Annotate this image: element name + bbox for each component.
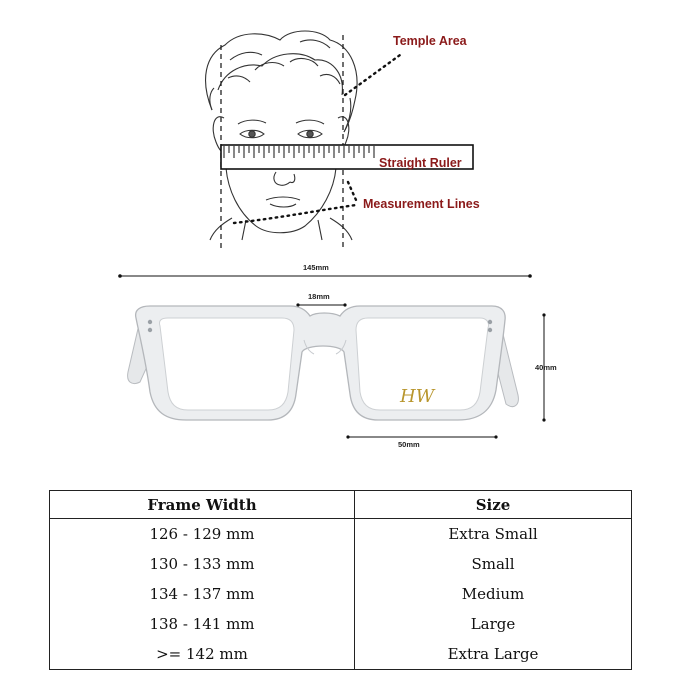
frame-width-cell: >= 142 mm <box>49 638 355 670</box>
measurement-lines-pointer <box>232 203 358 225</box>
frame-width-cell: 138 - 141 mm <box>49 608 355 639</box>
right-lens <box>355 317 489 411</box>
frame-width-value: 145mm <box>303 263 329 272</box>
size-cell: Medium <box>354 578 632 609</box>
lens-height-dimension <box>542 313 546 422</box>
eyeglasses: HW <box>127 305 519 421</box>
bridge-value: 18mm <box>308 292 330 301</box>
temple-area-label: Temple Area <box>393 34 468 48</box>
left-lens <box>159 317 295 411</box>
frame-width-header: Frame Width <box>49 490 355 519</box>
sizing-diagram: Straight Ruler Temple Area Measurement L… <box>118 30 557 449</box>
left-temple-arm <box>127 319 151 385</box>
measurement-lines-label: Measurement Lines <box>363 197 480 211</box>
lens-height-value: 40mm <box>535 363 557 372</box>
frame-width-cell: 126 - 129 mm <box>49 518 355 549</box>
lens-width-value: 50mm <box>398 440 420 449</box>
face-illustration <box>205 30 358 241</box>
size-cell: Small <box>354 549 632 579</box>
size-chart-header-row: Frame Width Size <box>49 490 632 519</box>
temple-area-pointer <box>343 53 402 97</box>
measurement-lines-pointer-upper <box>346 180 358 202</box>
lens-width-dimension <box>346 435 498 439</box>
table-row: 138 - 141 mm Large <box>49 608 632 639</box>
frame-width-dimension <box>118 274 532 278</box>
frame-width-cell: 134 - 137 mm <box>49 578 355 609</box>
straight-ruler <box>220 144 474 170</box>
straight-ruler-label: Straight Ruler <box>379 156 462 170</box>
frame-width-cell: 130 - 133 mm <box>49 549 355 579</box>
size-header: Size <box>354 490 632 519</box>
size-cell: Extra Large <box>354 638 632 670</box>
table-row: 126 - 129 mm Extra Small <box>49 518 632 549</box>
table-row: 134 - 137 mm Medium <box>49 578 632 609</box>
brand-mark: HW <box>399 386 436 407</box>
size-cell: Large <box>354 608 632 639</box>
size-chart-table: Frame Width Size 126 - 129 mm Extra Smal… <box>49 490 632 670</box>
bridge-dimension <box>296 303 347 307</box>
size-cell: Extra Small <box>354 518 632 549</box>
table-row: 130 - 133 mm Small <box>49 549 632 579</box>
table-row: >= 142 mm Extra Large <box>49 638 632 670</box>
